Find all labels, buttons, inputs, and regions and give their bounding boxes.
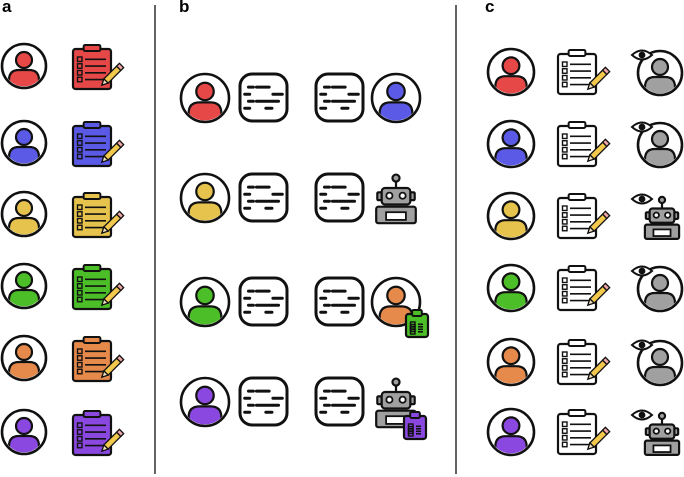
panel-a-person-icon — [0, 42, 48, 90]
panel-b-speech-bubble-icon — [238, 276, 289, 327]
panel-a-pencil-icon — [100, 139, 125, 164]
panel-c-eye-icon — [630, 193, 654, 205]
panel-c-observer-person-icon — [636, 265, 684, 313]
panel-b-speech-bubble-icon — [238, 72, 289, 123]
panel-b-reply-speech-bubble-icon — [314, 376, 365, 427]
panel-c-eye-icon — [630, 49, 654, 61]
panel-a-clipboard-checklist-icon — [71, 192, 113, 239]
panel-c-pencil-icon — [586, 138, 611, 163]
panel-a-clipboard-checklist-icon — [71, 44, 113, 91]
panel-c-pencil-icon — [586, 66, 611, 91]
panel-c-eye-icon — [630, 339, 654, 351]
panel-a-person-icon — [0, 334, 48, 382]
panel-c-clipboard-checklist-icon — [556, 49, 598, 96]
panel-c-eye-icon — [630, 121, 654, 133]
panel-c-clipboard-checklist-icon — [556, 193, 598, 240]
panel-a-person-icon — [0, 408, 48, 456]
panel-c-person-icon — [486, 263, 536, 313]
panel-b-green-clipboard-icon — [404, 309, 430, 339]
panel-b-speaker-person-icon — [179, 376, 231, 428]
panel-c-person-icon — [486, 47, 536, 97]
panel-a-clipboard-checklist-icon — [71, 410, 113, 457]
panel-c-clipboard-checklist-icon — [556, 265, 598, 312]
panel-c-pencil-icon — [586, 210, 611, 235]
panel-c-observer-person-icon — [636, 49, 684, 97]
panel-label-b: b — [179, 0, 190, 16]
panel-a-pencil-icon — [100, 354, 125, 379]
panel-b-purple-clipboard-icon — [402, 411, 428, 441]
panel-a-person-icon — [0, 190, 48, 238]
panel-b-reply-speech-bubble-icon — [314, 276, 365, 327]
panel-b-speaker-person-icon — [179, 172, 231, 224]
panel-a-clipboard-checklist-icon — [71, 264, 113, 311]
panel-c-clipboard-checklist-icon — [556, 409, 598, 456]
panel-a-person-icon — [0, 262, 48, 310]
panel-a-pencil-icon — [100, 62, 125, 87]
panel-a-clipboard-checklist-icon — [71, 121, 113, 168]
panel-b-speech-bubble-icon — [238, 376, 289, 427]
panel-b-reply-speech-bubble-icon — [314, 172, 365, 223]
panel-c-person-icon — [486, 337, 536, 387]
panel-c-clipboard-checklist-icon — [556, 339, 598, 386]
panel-c-pencil-icon — [586, 282, 611, 307]
panel-a-pencil-icon — [100, 428, 125, 453]
panel-c-clipboard-checklist-icon — [556, 121, 598, 168]
panel-b-listener-robot-icon — [375, 377, 417, 429]
panel-c-person-icon — [486, 407, 536, 457]
panel-b-listener-robot-icon — [375, 173, 417, 225]
panel-c-eye-icon — [630, 265, 654, 277]
panel-c-observer-robot-icon — [643, 411, 681, 456]
panel-c-pencil-icon — [586, 356, 611, 381]
panel-b-speaker-person-icon — [179, 72, 231, 124]
panel-label-a: a — [2, 0, 12, 16]
panel-a-person-icon — [0, 119, 48, 167]
panel-c-observer-robot-icon — [643, 195, 681, 240]
panel-c-person-icon — [486, 119, 536, 169]
panel-c-pencil-icon — [586, 426, 611, 451]
panel-a-pencil-icon — [100, 282, 125, 307]
panel-c-observer-person-icon — [636, 121, 684, 169]
panel-b-reply-speech-bubble-icon — [314, 72, 365, 123]
panel-c-eye-icon — [630, 409, 654, 421]
panel-b-listener-person-icon — [370, 72, 422, 124]
panel-label-c: c — [485, 0, 495, 16]
panel-a-pencil-icon — [100, 210, 125, 235]
panel-b-speaker-person-icon — [179, 276, 231, 328]
panel-c-observer-person-icon — [636, 339, 684, 387]
panel-b-speech-bubble-icon — [238, 172, 289, 223]
panel-a-clipboard-checklist-icon — [71, 336, 113, 383]
panel-c-person-icon — [486, 191, 536, 241]
